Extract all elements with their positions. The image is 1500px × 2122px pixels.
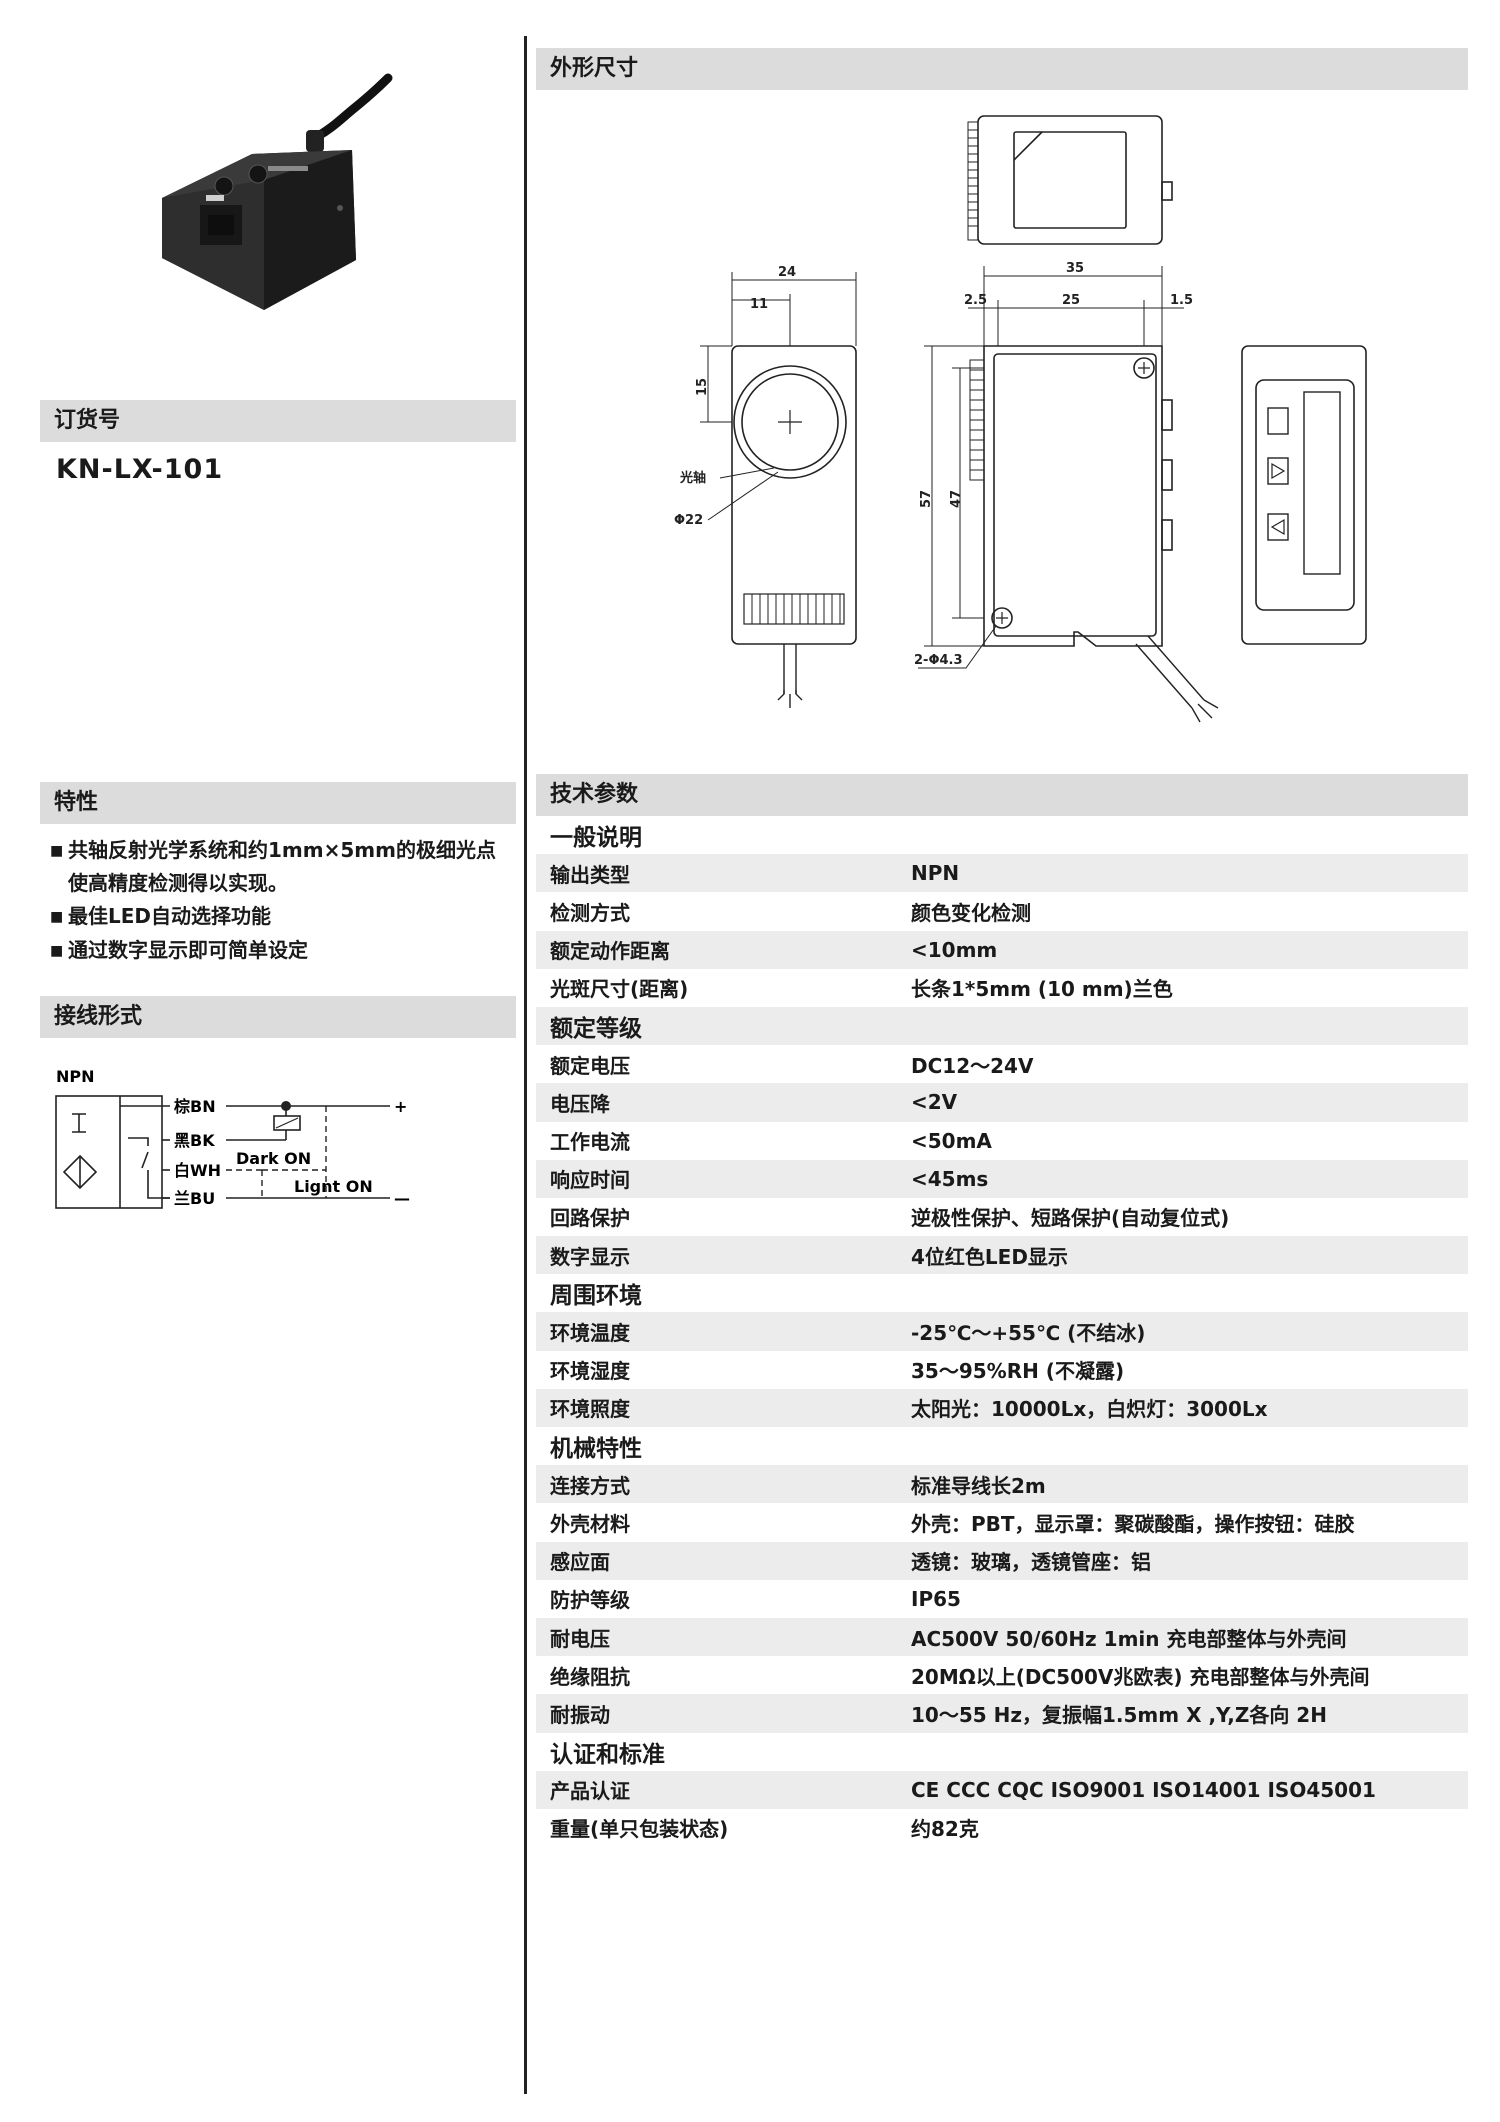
list-item: ■最佳LED自动选择功能 xyxy=(50,900,510,934)
dim-11: 11 xyxy=(750,297,768,312)
wiring-header: 接线形式 xyxy=(40,996,516,1038)
spec-row: 光斑尺寸(距离)长条1*5mm (10 mm)兰色 xyxy=(550,977,1173,1002)
dim-2-5: 2.5 xyxy=(964,293,987,308)
wire-white-label: 白WH xyxy=(174,1161,221,1180)
spec-section: 机械特性 xyxy=(550,1436,642,1463)
list-item: ■共轴反射光学系统和约1mm×5mm的极细光点使高精度检测得以实现。 xyxy=(50,834,510,900)
spec-row: 重量(单只包装状态)约82克 xyxy=(550,1817,979,1842)
features-list: ■共轴反射光学系统和约1mm×5mm的极细光点使高精度检测得以实现。 ■最佳LE… xyxy=(50,834,510,968)
spec-section: 认证和标准 xyxy=(550,1741,665,1768)
spec-row: 工作电流<50mA xyxy=(550,1128,992,1155)
spec-row: 响应时间<45ms xyxy=(536,1159,1468,1198)
dim-1-5: 1.5 xyxy=(1170,293,1193,308)
dim-24: 24 xyxy=(778,265,796,280)
spec-row: 电压降<2V xyxy=(536,1083,1468,1122)
dim-15: 15 xyxy=(695,378,710,396)
spec-row: 环境照度太阳光：10000Lx，白炽灯：3000Lx xyxy=(536,1388,1468,1427)
specs-header: 技术参数 xyxy=(536,774,1468,816)
label-mounting-holes: 2-Φ4.3 xyxy=(914,653,963,668)
dim-25: 25 xyxy=(1062,293,1080,308)
label-optical-axis: 光轴 xyxy=(679,470,706,486)
wiring-type-label: NPN xyxy=(56,1067,95,1086)
dimension-drawing: 24 11 15 光轴 Φ22 35 25 2.5 1.5 57 47 xyxy=(660,100,1420,780)
minus-terminal-label: — xyxy=(394,1189,410,1208)
spec-row: 检测方式颜色变化检测 xyxy=(550,900,1031,925)
spec-row: 连接方式标准导线长2m xyxy=(536,1465,1468,1504)
load-icon xyxy=(273,1115,301,1131)
wire-blue-label: 兰BU xyxy=(174,1189,215,1208)
wiring-diagram: NPN 棕BN 黑BK 白WH 兰BU Dark ON Lignt ON + — xyxy=(50,1058,430,1228)
spec-row: 回路保护逆极性保护、短路保护(自动复位式) xyxy=(550,1206,1230,1231)
spec-section: 额定等级 xyxy=(536,1006,1468,1046)
column-divider xyxy=(524,36,527,2094)
spec-row: 感应面透镜：玻璃，透镜管座：铝 xyxy=(536,1541,1468,1580)
plus-terminal-label: + xyxy=(394,1097,407,1116)
list-item: ■通过数字显示即可简单设定 xyxy=(50,934,510,968)
label-phi22: Φ22 xyxy=(674,513,703,528)
spec-row: 环境温度-25℃～+55℃ (不结冰) xyxy=(536,1312,1468,1351)
product-photo xyxy=(140,70,410,340)
emitter-icon xyxy=(72,1113,86,1133)
order-header: 订货号 xyxy=(40,400,516,442)
spec-section: 一般说明 xyxy=(550,825,642,852)
dim-35: 35 xyxy=(1066,261,1084,276)
dim-47: 47 xyxy=(949,490,964,508)
bullet-icon: ■ xyxy=(50,843,64,859)
bullet-icon: ■ xyxy=(50,909,64,925)
spec-section: 周围环境 xyxy=(550,1283,642,1310)
dark-on-label: Dark ON xyxy=(236,1149,311,1168)
spec-row: 额定动作距离<10mm xyxy=(536,930,1468,969)
wire-brown-label: 棕BN xyxy=(174,1097,216,1116)
spec-row: 外壳材料外壳：PBT，显示罩：聚碳酸酯，操作按钮：硅胶 xyxy=(550,1511,1355,1536)
wire-black-label: 黑BK xyxy=(174,1131,215,1150)
order-number: KN-LX-101 xyxy=(56,454,224,485)
light-on-label: Lignt ON xyxy=(294,1177,373,1196)
bullet-icon: ■ xyxy=(50,943,64,959)
dimensions-header: 外形尺寸 xyxy=(536,48,1468,90)
dim-57: 57 xyxy=(919,490,934,508)
features-header: 特性 xyxy=(40,782,516,824)
